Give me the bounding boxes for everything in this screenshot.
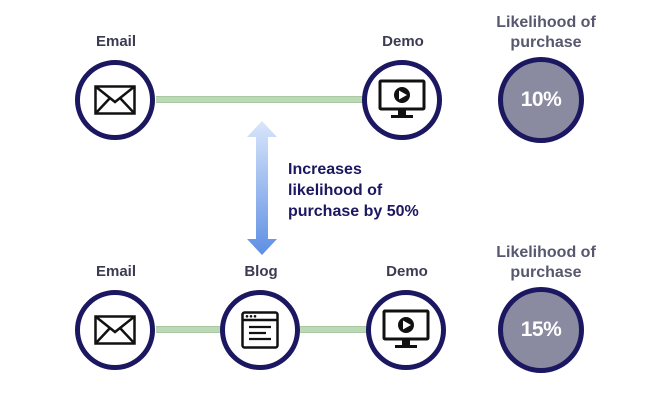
row1-likelihood-value: 10% xyxy=(520,88,562,111)
row2-likelihood-result: 15% xyxy=(498,287,584,373)
annotation-line: purchase by 50% xyxy=(288,203,419,220)
row1-likelihood-result: 10% xyxy=(498,57,584,143)
row2-likelihood-value: 15% xyxy=(520,318,562,341)
monitor-play-icon xyxy=(378,79,426,118)
row2-connector-2 xyxy=(300,326,370,333)
row2-blog-label: Blog xyxy=(244,263,278,280)
row2-demo-label: Demo xyxy=(386,263,428,280)
row1-demo-label: Demo xyxy=(382,33,424,50)
row1-likelihood-label: Likelihood of purchase xyxy=(496,14,596,51)
effect-annotation: Increases likelihood of purchase by 50% xyxy=(288,159,419,222)
annotation-line: Increases xyxy=(288,161,362,178)
row2-email-label: Email xyxy=(95,263,137,280)
row2-connector-1 xyxy=(156,326,226,333)
row1-email-node xyxy=(75,60,155,140)
row2-demo-node xyxy=(366,290,446,370)
annotation-line: likelihood of xyxy=(288,182,383,199)
row1-connector xyxy=(156,96,366,103)
browser-page-icon xyxy=(241,311,279,349)
row2-blog-node xyxy=(220,290,300,370)
row1-email-label: Email xyxy=(95,33,137,50)
row1-demo-node xyxy=(362,60,442,140)
row2-email-node xyxy=(75,290,155,370)
double-arrow-icon xyxy=(247,121,277,255)
envelope-icon xyxy=(94,315,136,345)
monitor-play-icon xyxy=(382,309,430,348)
envelope-icon xyxy=(94,85,136,115)
row2-likelihood-label: Likelihood of purchase xyxy=(496,244,596,281)
